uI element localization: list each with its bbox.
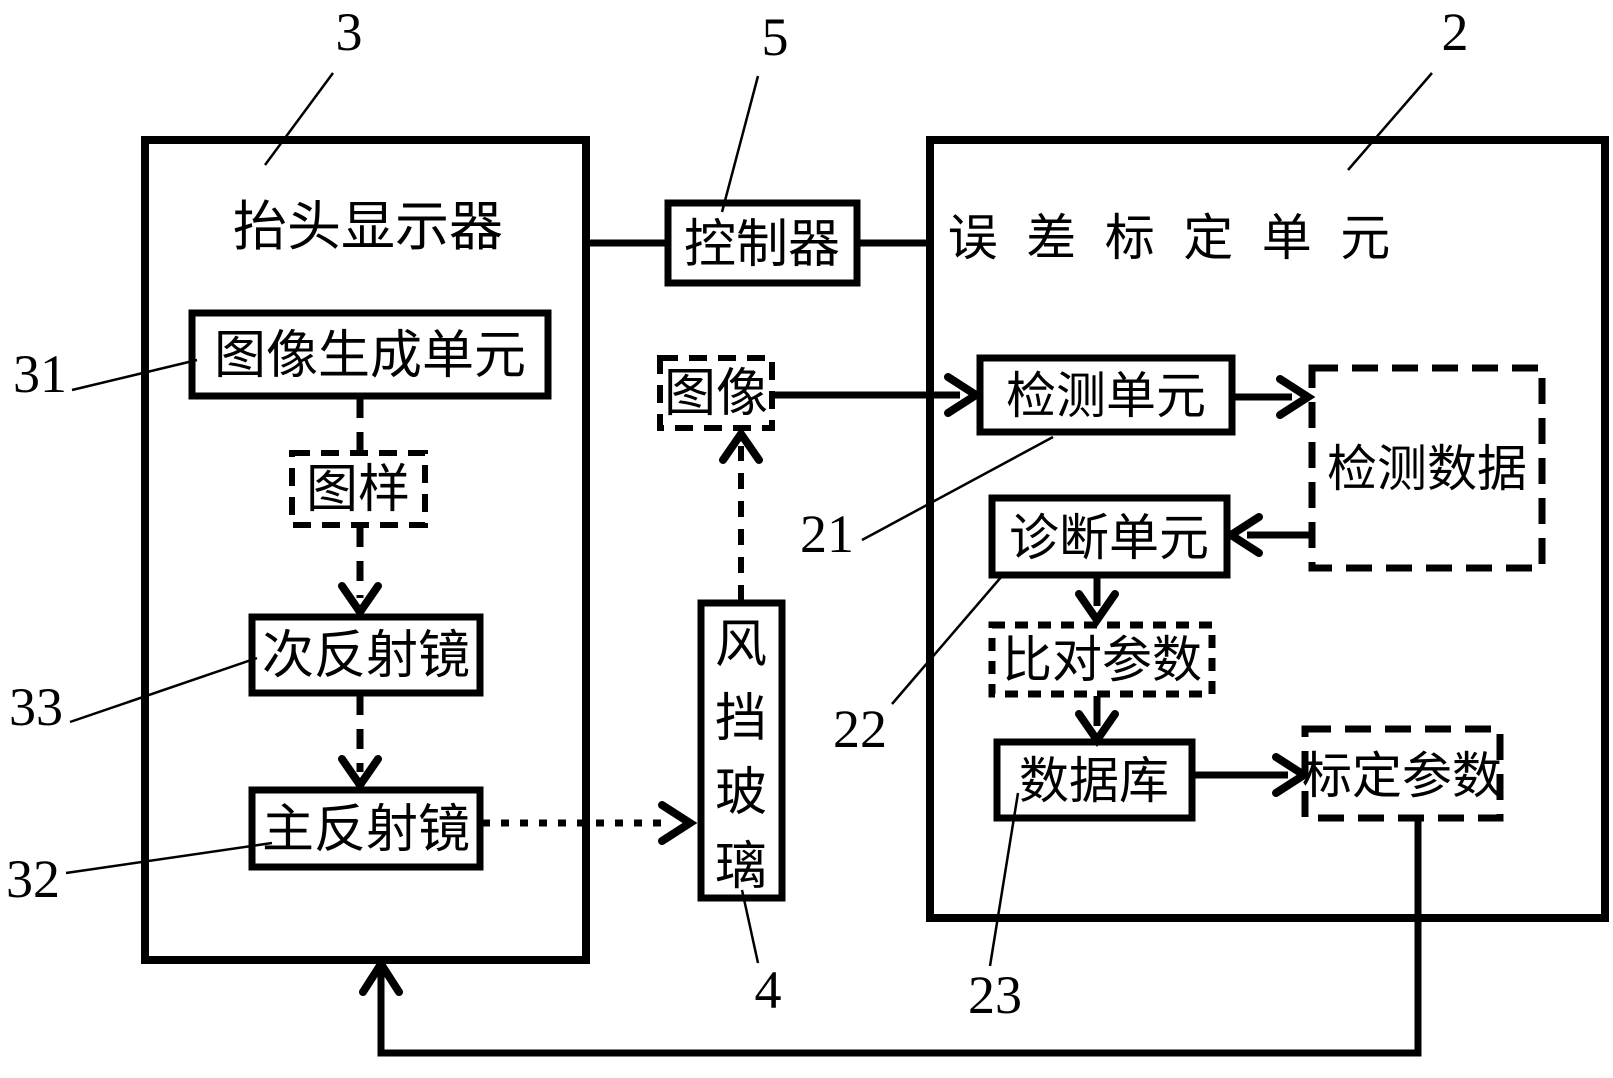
windshield-char-3: 玻 [715, 765, 767, 822]
calibration-params-label: 标定参数 [1302, 748, 1502, 804]
leader-3 [263, 72, 335, 166]
image-generation-unit-box [188, 309, 552, 400]
windshield-char-4: 璃 [715, 839, 767, 896]
calibration-params-box [1301, 725, 1504, 822]
secondary-mirror-box [248, 613, 484, 697]
ref-3: 3 [336, 2, 363, 62]
windshield-box [697, 599, 786, 902]
secondary-mirror-label: 次反射镜 [262, 628, 470, 685]
leader-5 [720, 75, 760, 213]
image-label: 图像 [664, 366, 768, 423]
ref-2: 2 [1442, 2, 1469, 62]
ref-21: 21 [800, 504, 854, 564]
database-label: 数据库 [1019, 753, 1169, 809]
arrowhead-feedback-hud [359, 956, 403, 996]
windshield-char-2: 挡 [715, 691, 767, 748]
leader-2 [1347, 72, 1433, 171]
arrowhead-primary [338, 755, 382, 793]
comparison-params-label: 比对参数 [1002, 632, 1202, 688]
ref-23: 23 [968, 965, 1022, 1025]
ref-33: 33 [9, 677, 63, 737]
diagnosis-unit-label: 诊断单元 [1009, 510, 1209, 566]
arrowhead-secondary [338, 582, 382, 620]
windshield-char-1: 风 [715, 617, 767, 674]
hud-title: 抬头显示器 [233, 197, 503, 257]
leader-23 [988, 792, 1020, 967]
arrowhead-detection [944, 373, 984, 417]
leader-21 [861, 435, 1054, 542]
leader-31 [71, 358, 198, 392]
leader-4 [740, 889, 760, 964]
feedback-path [377, 820, 1422, 1057]
ref-22: 22 [833, 699, 887, 759]
primary-mirror-label: 主反射镜 [262, 802, 470, 859]
hud-box [141, 136, 590, 964]
pattern-box [289, 450, 428, 528]
ref-31: 31 [13, 344, 67, 404]
image-generation-unit-label: 图像生成单元 [214, 328, 526, 385]
ref-4: 4 [755, 960, 782, 1020]
leader-33 [69, 656, 258, 724]
image-box [657, 355, 775, 431]
detection-unit-box [976, 354, 1236, 436]
pattern-label: 图样 [306, 462, 410, 519]
ref-32: 32 [6, 849, 60, 909]
comparison-params-box [988, 621, 1216, 698]
arrowhead-detection-data [1276, 375, 1316, 419]
database-box [993, 738, 1196, 822]
arrowhead-compare [1075, 590, 1119, 628]
controller-label: 控制器 [684, 217, 840, 274]
detection-data-label: 检测数据 [1327, 441, 1527, 497]
detection-data-box [1308, 364, 1546, 572]
arrowhead-windshield [658, 801, 698, 845]
primary-mirror-box [248, 786, 484, 871]
detection-unit-label: 检测单元 [1006, 368, 1206, 424]
leader-22 [891, 575, 1003, 705]
arrowhead-diagnosis [1223, 513, 1263, 557]
calibration-unit-box [926, 136, 1609, 922]
ref-5: 5 [762, 7, 789, 67]
calibration-unit-title: 误 差 标 定 单 元 [948, 210, 1399, 266]
arrowhead-image [719, 426, 763, 464]
leader-32 [65, 841, 273, 875]
